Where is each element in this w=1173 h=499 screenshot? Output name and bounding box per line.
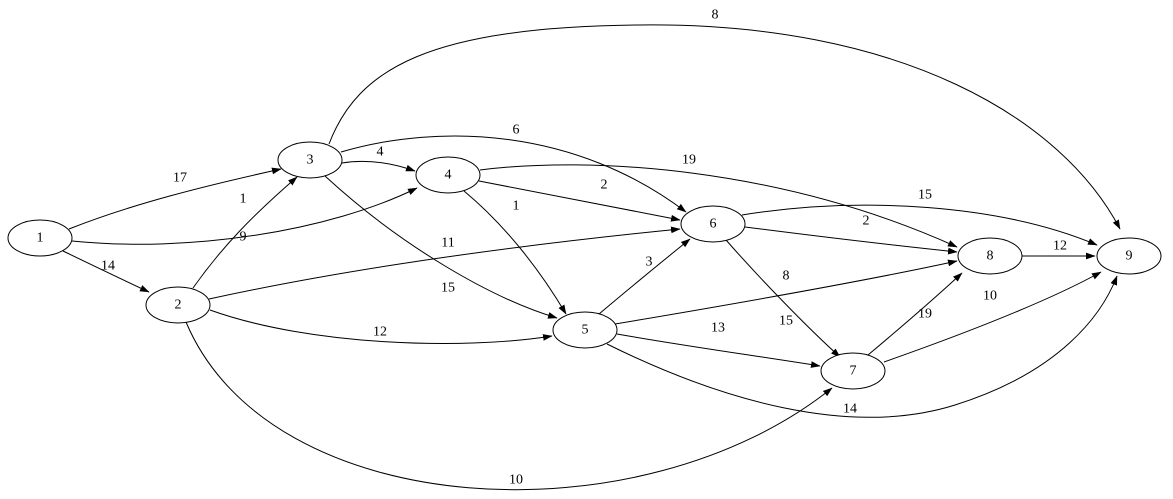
node-label-2: 2	[175, 298, 182, 313]
edge-4-5	[463, 190, 567, 315]
node-label-9: 9	[1126, 249, 1133, 264]
edge-weight-5-8: 8	[783, 269, 790, 284]
node-5	[552, 311, 618, 349]
edge-weight-4-8: 19	[682, 153, 696, 168]
edge-weight-6-8: 2	[863, 214, 870, 229]
edge-weight-7-8: 19	[918, 307, 932, 322]
edge-6-7	[725, 239, 841, 358]
node-label-5: 5	[582, 323, 589, 338]
edge-1-4	[71, 187, 418, 245]
edge-weight-3-9: 8	[712, 8, 719, 23]
edge-3-5	[324, 175, 558, 319]
edge-7-8	[867, 272, 963, 356]
edge-7-9	[883, 271, 1102, 363]
edge-3-6	[340, 135, 687, 213]
edge-weight-4-5: 1	[513, 199, 520, 214]
edge-6-9	[741, 204, 1098, 246]
edge-5-9	[606, 275, 1118, 418]
edge-weight-1-2: 14	[101, 259, 115, 274]
node-label-4: 4	[445, 168, 452, 183]
node-label-7: 7	[850, 364, 857, 379]
edge-1-2	[62, 250, 150, 293]
node-label-8: 8	[987, 249, 994, 264]
edge-weight-3-4: 4	[377, 145, 384, 160]
edge-weight-5-6: 3	[646, 255, 653, 270]
node-3	[277, 141, 343, 179]
edge-2-6	[208, 226, 681, 300]
edge-2-5	[209, 309, 553, 344]
edge-1-3	[68, 167, 282, 230]
edge-4-8	[479, 164, 958, 248]
edge-weight-4-6: 2	[601, 178, 608, 193]
edge-6-8	[744, 226, 958, 255]
edge-weight-6-9: 15	[918, 188, 932, 203]
edge-5-8	[614, 259, 958, 325]
node-label-1: 1	[37, 231, 44, 246]
node-1	[7, 219, 73, 257]
edge-weight-5-9: 14	[843, 402, 857, 417]
node-4	[415, 156, 481, 194]
edge-weight-8-9: 12	[1053, 239, 1067, 254]
edge-weight-2-5: 12	[373, 325, 387, 340]
edge-5-6	[598, 238, 691, 315]
edge-2-7	[185, 321, 833, 491]
edge-5-7	[616, 333, 821, 368]
edge-weight-6-7: 15	[779, 314, 793, 329]
edge-weight-1-3: 17	[173, 171, 187, 186]
edge-weight-5-7: 13	[711, 321, 725, 336]
edge-weight-2-7: 10	[509, 473, 523, 488]
node-8	[957, 237, 1023, 275]
edge-3-9	[328, 24, 1121, 230]
edge-weight-2-3: 1	[240, 192, 247, 207]
node-6	[680, 205, 746, 243]
node-2	[145, 286, 211, 324]
edge-weight-2-6: 11	[441, 236, 454, 251]
node-7	[820, 352, 886, 390]
edge-3-4	[341, 160, 416, 172]
edge-4-6	[478, 180, 681, 222]
edge-weight-1-4: 9	[240, 230, 247, 245]
edge-weight-3-5: 15	[441, 281, 455, 296]
edge-weight-3-6: 6	[513, 123, 520, 138]
node-9	[1096, 237, 1162, 275]
edge-weight-7-9: 10	[983, 289, 997, 304]
edge-2-3	[192, 176, 298, 289]
node-label-6: 6	[710, 217, 717, 232]
node-label-3: 3	[307, 153, 314, 168]
